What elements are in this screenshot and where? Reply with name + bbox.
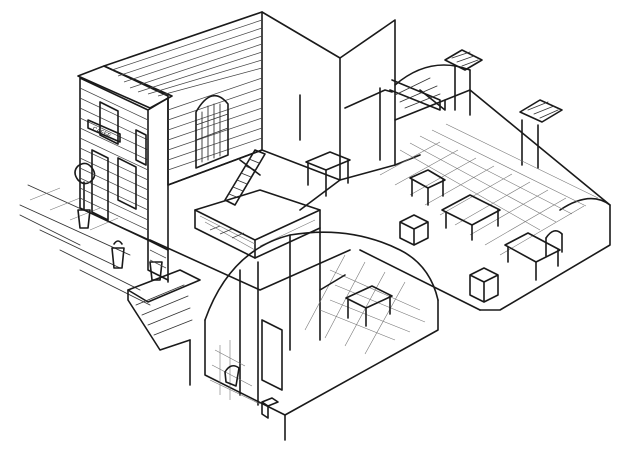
right-cube-1 <box>399 214 429 246</box>
right-wing-floor-grid <box>379 123 599 256</box>
left-core-section <box>147 239 169 283</box>
vault-door <box>261 319 283 391</box>
central-staircase <box>224 149 266 206</box>
right-vault-stairs <box>389 64 471 111</box>
right-wing <box>359 89 611 311</box>
right-chair <box>545 230 563 257</box>
facade-window-upper <box>99 101 119 145</box>
right-cube-2 <box>469 267 499 303</box>
skylight-right <box>519 99 563 169</box>
front-vault-floor-grid <box>209 254 426 405</box>
skylight-left <box>444 49 483 116</box>
right-bench-3 <box>409 169 446 206</box>
central-tower <box>261 11 396 181</box>
upper-table <box>305 151 351 197</box>
front-vault <box>204 227 439 441</box>
facade-window-lower <box>117 157 137 210</box>
arched-window <box>195 94 229 169</box>
planter-front <box>111 240 125 269</box>
shop-sign: CAFFE <box>87 119 121 143</box>
street-sidewalk <box>19 184 151 306</box>
left-facade: CAFFE <box>77 65 173 251</box>
left-lower-stair <box>127 269 201 386</box>
right-bench-2 <box>504 232 561 281</box>
front-door <box>91 149 109 221</box>
vault-table <box>345 285 393 327</box>
reception-counter <box>194 189 321 241</box>
right-bench-1 <box>441 194 501 241</box>
vault-chair <box>224 364 240 387</box>
planter-right <box>149 261 163 281</box>
